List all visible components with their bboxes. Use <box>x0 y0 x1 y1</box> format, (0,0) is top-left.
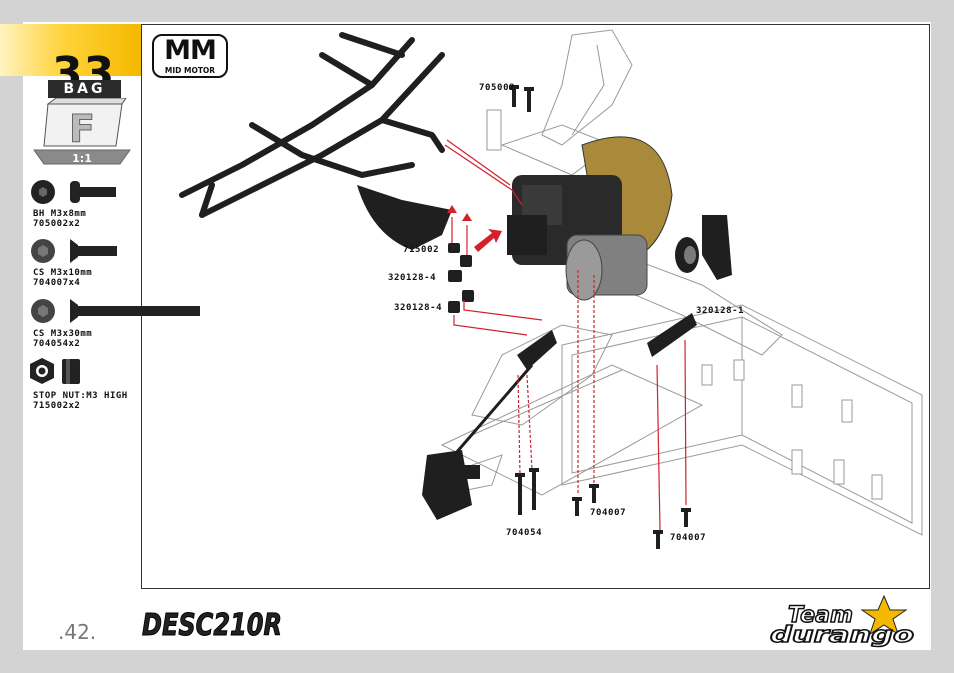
bag-letter: F <box>69 107 95 151</box>
steering-link <box>435 364 534 476</box>
scale-label: 1:1 <box>72 152 92 165</box>
bag-label: BAG <box>48 80 121 98</box>
team-durango-logo: Team durango <box>769 594 915 649</box>
brand-text: DESC210R <box>142 608 282 642</box>
team-line1: Team <box>788 603 853 628</box>
part-name: STOP NUT:M3 HIGH <box>33 391 128 401</box>
callout-320128-1: 320128-1 <box>696 306 745 316</box>
stop-nut-icon <box>30 358 80 384</box>
team-line2: durango <box>770 623 914 648</box>
desc210r-logo: DESC210R <box>142 608 283 643</box>
callout-lines <box>444 139 687 531</box>
countersunk-screw-icon <box>31 239 117 263</box>
part-code: 705002x2 <box>33 219 81 229</box>
servo-mount-block <box>517 330 557 370</box>
rear-hub <box>675 215 732 280</box>
arrow-icons <box>447 205 502 252</box>
skid-plate <box>357 185 452 250</box>
button-head-screw-icon <box>31 180 116 204</box>
part-name: CS M3x10mm <box>33 268 93 278</box>
roll-cage <box>179 32 445 218</box>
callout-704007-right: 704007 <box>670 533 707 543</box>
chassis-posts <box>701 359 883 500</box>
part-code: 704007x4 <box>33 278 81 288</box>
bag-icon: F 1:1 <box>33 98 131 165</box>
badge-mm: MM <box>164 35 217 66</box>
chassis-plate <box>440 304 923 536</box>
step-header: 33 <box>0 24 141 98</box>
front-hub <box>422 450 480 520</box>
callout-320128-4-upper: 320128-4 <box>388 273 437 283</box>
motor-gearbox <box>507 136 673 301</box>
part-name: BH M3x8mm <box>33 209 87 219</box>
mid-motor-badge: MM MID MOTOR <box>152 34 228 78</box>
long-countersunk-screw-icon <box>31 299 200 323</box>
callout-715002: 715002 <box>403 245 440 255</box>
callout-704054: 704054 <box>506 528 543 538</box>
badge-mid-motor: MID MOTOR <box>164 66 216 75</box>
callout-320128-4-lower: 320128-4 <box>394 303 443 313</box>
part-code: 715002x2 <box>33 401 81 411</box>
part-code: 704054x2 <box>33 339 81 349</box>
page-number: .42. <box>58 620 97 644</box>
part-name: CS M3x30mm <box>33 329 93 339</box>
exploded-parts <box>448 85 691 549</box>
assembly-illustration <box>179 29 923 549</box>
callout-705002: 705002 <box>479 83 516 93</box>
callout-704007-center: 704007 <box>590 508 627 518</box>
battery-strap-block <box>647 313 697 357</box>
